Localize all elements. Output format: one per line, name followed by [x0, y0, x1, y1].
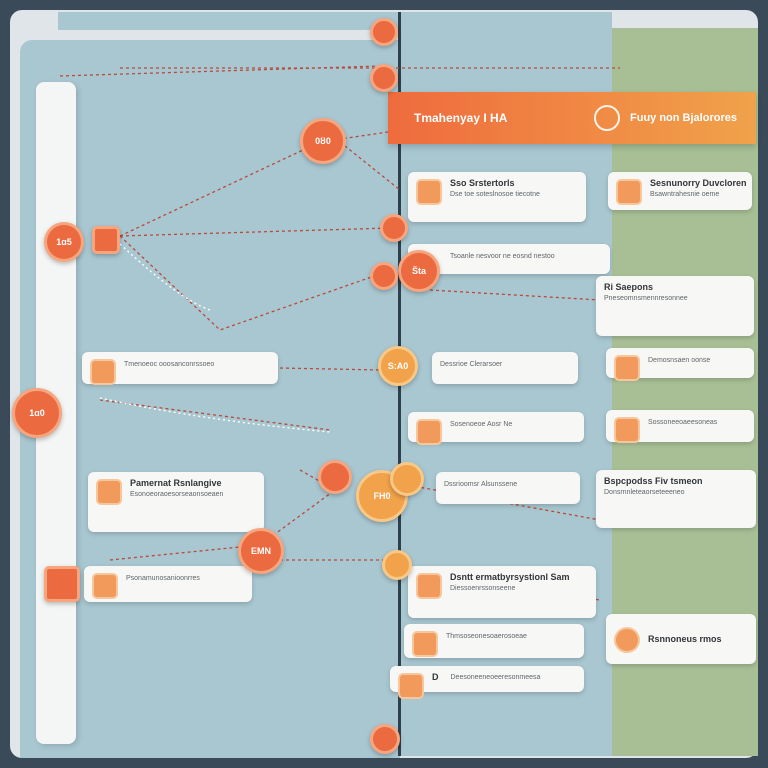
package-icon	[90, 359, 116, 385]
connector-line	[259, 469, 337, 546]
node-label: S̈ta	[411, 266, 426, 276]
timeline-node[interactable]	[390, 462, 424, 496]
connector-line	[99, 399, 331, 431]
card-title: D	[432, 672, 439, 682]
node-n3[interactable]: S̈ta	[398, 250, 440, 292]
node-label: EMN	[251, 546, 271, 556]
node-n1[interactable]: 0ȣ0	[300, 118, 346, 164]
node-label: S:A0	[387, 361, 409, 371]
gift-icon[interactable]	[92, 226, 120, 254]
shield-icon	[614, 626, 640, 653]
card-title: Sesnunorry Duvcloren	[650, 178, 747, 188]
timeline-node[interactable]	[370, 724, 400, 754]
target-icon	[416, 179, 442, 205]
card-middle-2[interactable]: Tsoanle nesvoor ne eosnd nestoo	[408, 244, 610, 274]
connector-line	[119, 227, 391, 237]
timeline-node[interactable]	[318, 460, 352, 494]
banner-title-left: Tmahenyay I HA	[414, 111, 508, 125]
card-middle-5[interactable]: Dssrioomsr Alsunssene	[436, 472, 580, 504]
node-n5[interactable]: 1ɑ0	[12, 388, 62, 438]
card-title: Ri Saepons	[604, 282, 654, 292]
card-middle-3[interactable]: Dessrioe Clerarsoer	[432, 352, 578, 384]
card-subtitle: Sossoneeoaeesoneas	[648, 419, 718, 426]
card-subtitle: Thmsoseonesoaerosoeae	[446, 633, 527, 640]
person-icon	[614, 417, 640, 443]
flame-icon	[416, 419, 442, 445]
card-subtitle: Psonamunosanioonrres	[126, 575, 200, 582]
card-title: Bspcpodss Fiv tsmeon	[604, 476, 703, 486]
card-title: Dsntt ermatbyrsystionl Sam	[450, 572, 570, 582]
card-subtitle: Sosenoeoe Aosr Ne	[450, 421, 513, 428]
compass-icon	[594, 105, 620, 131]
card-title: Pamernat Rsnlangive	[130, 478, 222, 488]
node-n2[interactable]: 1ɑ5	[44, 222, 84, 262]
card-middle-8[interactable]: D Deesoneeneoeeresonmeesa	[390, 666, 584, 699]
card-subtitle: Donsrnnleteaorseteeeneo	[604, 489, 685, 496]
card-subtitle: Bsawntrahesnie oeme	[650, 191, 720, 198]
badge-icon	[416, 573, 442, 599]
card-subtitle: Diessoenrssonseene	[450, 585, 516, 592]
connector-line	[109, 544, 261, 561]
card-left-1[interactable]: Tmenoeoc ooosanconrssoeo	[82, 352, 278, 385]
cart-icon[interactable]	[44, 566, 80, 602]
node-label: 1ɑ5	[56, 237, 72, 247]
connector-line	[279, 367, 381, 371]
timeline-node[interactable]	[382, 550, 412, 580]
card-title: Sso Srstertorls	[450, 178, 515, 188]
timeline-node[interactable]	[370, 64, 398, 92]
connector-line	[119, 141, 321, 237]
card-right-6[interactable]: Rsnnoneus rmos	[606, 614, 756, 664]
connector-line	[339, 141, 401, 191]
card-right-4[interactable]: Sossoneeoaeesoneas	[606, 410, 754, 443]
header-banner: Tmahenyay I HA Fuuy non Bjalorores	[388, 92, 756, 144]
card-right-3[interactable]: Demosnsaen oonse	[606, 348, 754, 381]
card-subtitle: Dssrioomsr Alsunssene	[444, 481, 518, 488]
card-subtitle: Pneseomnsmennresonnee	[604, 295, 688, 302]
card-subtitle: Tmenoeoc ooosanconrssoeo	[124, 361, 215, 368]
node-label: 1ɑ0	[29, 408, 45, 418]
card-subtitle: Deesoneeneoeeresonmeesa	[450, 673, 541, 681]
package-icon	[616, 179, 642, 205]
card-subtitle: Demosnsaen oonse	[648, 357, 711, 364]
card-middle-7[interactable]: Thmsoseonesoaerosoeae	[404, 624, 584, 658]
connector-line	[119, 243, 211, 311]
card-title: Rsnnoneus rmos	[648, 634, 722, 644]
box-icon	[398, 673, 424, 699]
timeline-node[interactable]	[380, 214, 408, 242]
connector-line	[119, 235, 381, 331]
card-middle-4[interactable]: Sosenoeoe Aosr Ne	[408, 412, 584, 445]
basket-icon	[92, 573, 118, 599]
node-n4[interactable]: S:A0	[378, 346, 418, 386]
timeline-node[interactable]	[370, 262, 398, 290]
node-label: FH0	[373, 491, 391, 501]
timeline-node[interactable]	[370, 18, 398, 46]
card-subtitle: Dessrioe Clerarsoer	[440, 361, 503, 368]
tag-icon	[614, 355, 640, 381]
card-subtitle: Esonoeoraoesorseaonsoeaen	[130, 491, 224, 498]
card-subtitle: Tsoanle nesvoor ne eosnd nestoo	[450, 253, 555, 260]
left-lane	[20, 40, 400, 758]
node-label: 0ȣ0	[315, 136, 331, 146]
card-subtitle: Dse toe soteslnosoe tiecotne	[450, 191, 540, 198]
user-icon	[96, 479, 122, 505]
document-icon	[412, 631, 438, 657]
connector-line	[99, 397, 331, 433]
card-left-3[interactable]: Psonamunosanioonrres	[84, 566, 252, 602]
banner-title-right: Fuuy non Bjalorores	[630, 112, 737, 124]
connector-line	[429, 289, 601, 301]
node-n7[interactable]: EMN	[238, 528, 284, 574]
